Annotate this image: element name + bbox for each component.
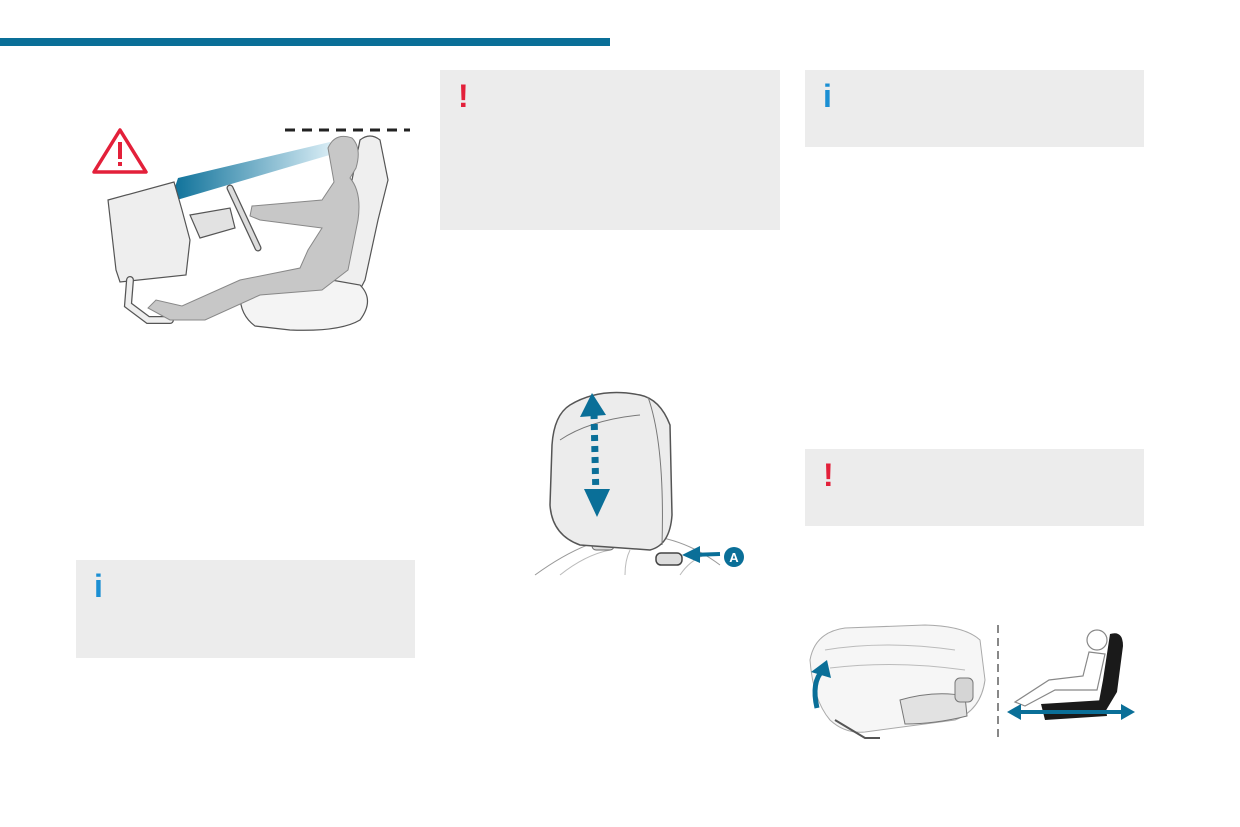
callout-a-label: A [729,550,739,565]
up-down-arrow-icon [580,393,610,517]
info-note-box: i [76,560,415,658]
sight-line-beam [170,142,333,202]
warning-note-box: ! [440,70,780,230]
exclamation-icon: ! [823,457,834,493]
info-note-box: i [805,70,1144,147]
left-arrow-icon [682,546,721,563]
warning-note-box: ! [805,449,1144,526]
driving-position-illustration [92,128,410,331]
info-icon: i [823,78,832,114]
header-accent-bar [0,38,610,46]
lift-lever-arrow-icon [811,660,831,709]
callout-a-badge [724,547,744,567]
forward-backward-arrow-icon [1007,704,1135,720]
seat-adjustment-illustration [809,624,1135,742]
exclamation-icon: ! [458,78,469,114]
headrest-adjustment-illustration: A [534,391,744,576]
warning-triangle-icon [92,128,148,174]
info-icon: i [94,568,103,604]
